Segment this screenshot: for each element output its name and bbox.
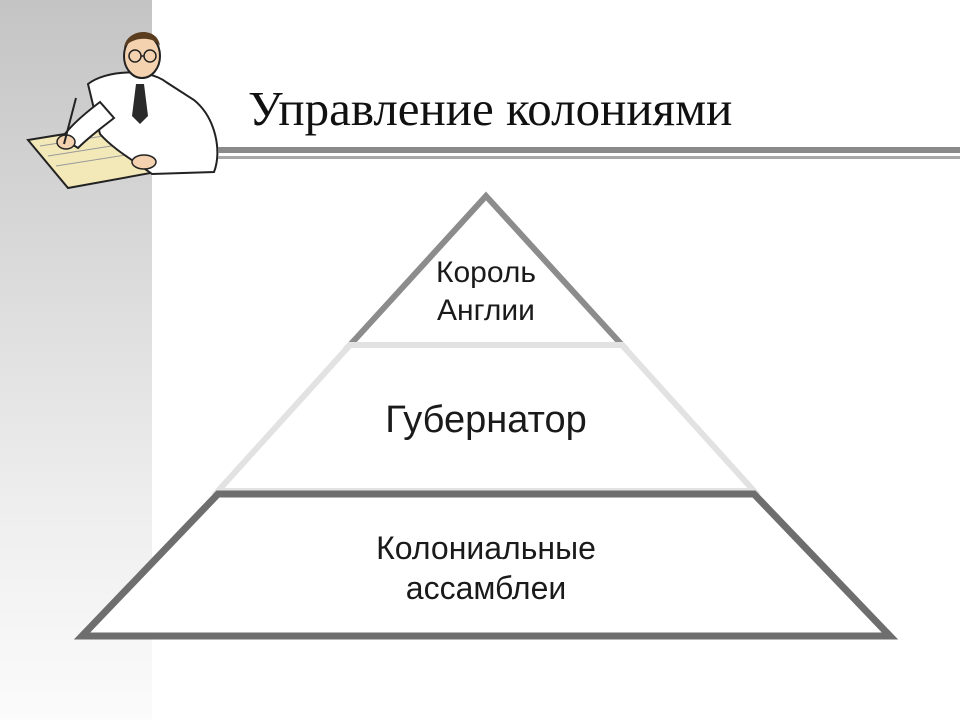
tier-label-line: Англии <box>437 293 535 327</box>
slide-title: Управление колониями <box>248 81 733 136</box>
pyramid-tier-bottom <box>73 490 899 640</box>
tier-label-line: Король <box>435 256 536 289</box>
tier-label-line: Колониальные <box>376 530 596 566</box>
title-underline <box>218 147 960 159</box>
tier-label-king: Король Англии <box>386 254 586 329</box>
tier-label-line: Губернатор <box>385 399 587 441</box>
tier-label-governor: Губернатор <box>286 397 686 445</box>
tier-label-line: ассамблеи <box>405 570 567 606</box>
writing-clerk-icon <box>26 31 219 190</box>
tier-label-assemblies: Колониальные ассамблеи <box>286 528 686 608</box>
